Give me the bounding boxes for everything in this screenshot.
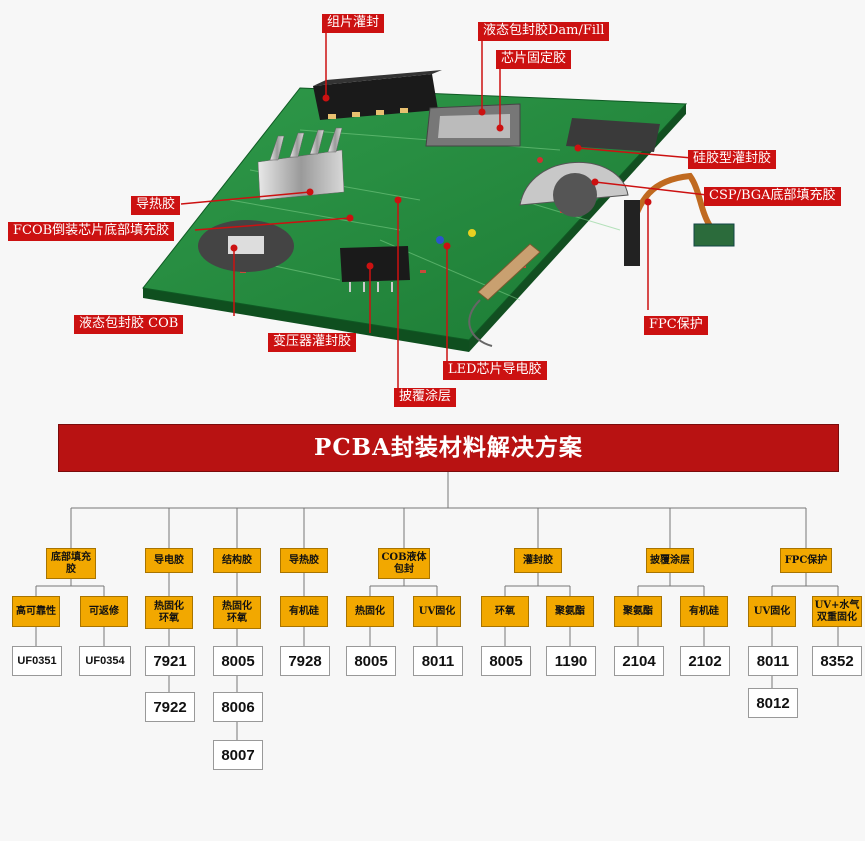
callout-dam-fill: 液态包封胶Dam/Fill [478, 22, 610, 41]
product-8011-fpc: 8011 [748, 646, 798, 676]
sub-high-reliability: 高可靠性 [12, 596, 60, 627]
callout-cob: 液态包封胶 COB [74, 315, 184, 334]
category-conductive: 导电胶 [145, 548, 193, 573]
callout-chip-fix: 芯片固定胶 [496, 50, 572, 69]
product-7922: 7922 [145, 692, 195, 722]
category-coating: 披覆涂层 [646, 548, 694, 573]
product-uf0354: UF0354 [79, 646, 131, 676]
sub-epoxy: 环氧 [481, 596, 529, 627]
sub-conductive-heat-epoxy: 热固化 环氧 [145, 596, 193, 629]
product-2104: 2104 [614, 646, 664, 676]
product-8005-cob: 8005 [346, 646, 396, 676]
sub-polyurethane: 聚氨酯 [546, 596, 594, 627]
sub-cob-uv-cure: UV固化 [413, 596, 461, 627]
heatsink [257, 127, 345, 201]
category-potting: 灌封胶 [514, 548, 562, 573]
callout-silicone-potting: 硅胶型灌封胶 [688, 150, 777, 169]
callout-fcob: FCOB倒装芯片底部填充胶 [8, 222, 175, 241]
callout-csp-bga: CSP/BGA底部填充胶 [704, 187, 841, 206]
category-structural: 结构胶 [213, 548, 261, 573]
product-1190: 1190 [546, 646, 596, 676]
product-2102: 2102 [680, 646, 730, 676]
sub-coating-silicone: 有机硅 [680, 596, 728, 627]
callout-fpc: FPC保护 [644, 316, 708, 335]
sub-reworkable: 可返修 [80, 596, 128, 627]
callout-coating: 披覆涂层 [394, 388, 457, 407]
category-fpc: FPC保护 [780, 548, 832, 573]
pcb-board-illustration [142, 22, 735, 390]
sub-thermal-silicone: 有机硅 [280, 596, 328, 627]
product-8006: 8006 [213, 692, 263, 722]
product-8352: 8352 [812, 646, 862, 676]
callout-transformer: 变压器灌封胶 [268, 333, 357, 352]
sub-fpc-dual-cure: UV+水气 双重固化 [812, 596, 862, 627]
led-strip [477, 243, 541, 301]
product-8005-structural: 8005 [213, 646, 263, 676]
category-thermal: 导热胶 [280, 548, 328, 573]
product-uf0351: UF0351 [12, 646, 62, 676]
callout-group-potting: 组片灌封 [322, 14, 385, 33]
product-8005-potting: 8005 [481, 646, 531, 676]
product-8011-cob: 8011 [413, 646, 463, 676]
product-7921: 7921 [145, 646, 195, 676]
product-8012: 8012 [748, 688, 798, 718]
callout-thermal-glue: 导热胶 [131, 196, 181, 215]
callout-led: LED芯片导电胶 [443, 361, 547, 380]
sub-structural-heat-epoxy: 热固化 环氧 [213, 596, 261, 629]
product-8007: 8007 [213, 740, 263, 770]
category-underfill: 底部填充 胶 [46, 548, 96, 579]
solution-title: PCBA封装材料解决方案 [58, 424, 839, 472]
sub-coating-polyurethane: 聚氨酯 [614, 596, 662, 627]
product-7928: 7928 [280, 646, 330, 676]
sub-fpc-uv-cure: UV固化 [748, 596, 796, 627]
silicone-chip [566, 118, 660, 152]
transformer [340, 246, 410, 282]
category-cob: COB液体 包封 [378, 548, 430, 579]
sub-cob-heat-cure: 热固化 [346, 596, 394, 627]
